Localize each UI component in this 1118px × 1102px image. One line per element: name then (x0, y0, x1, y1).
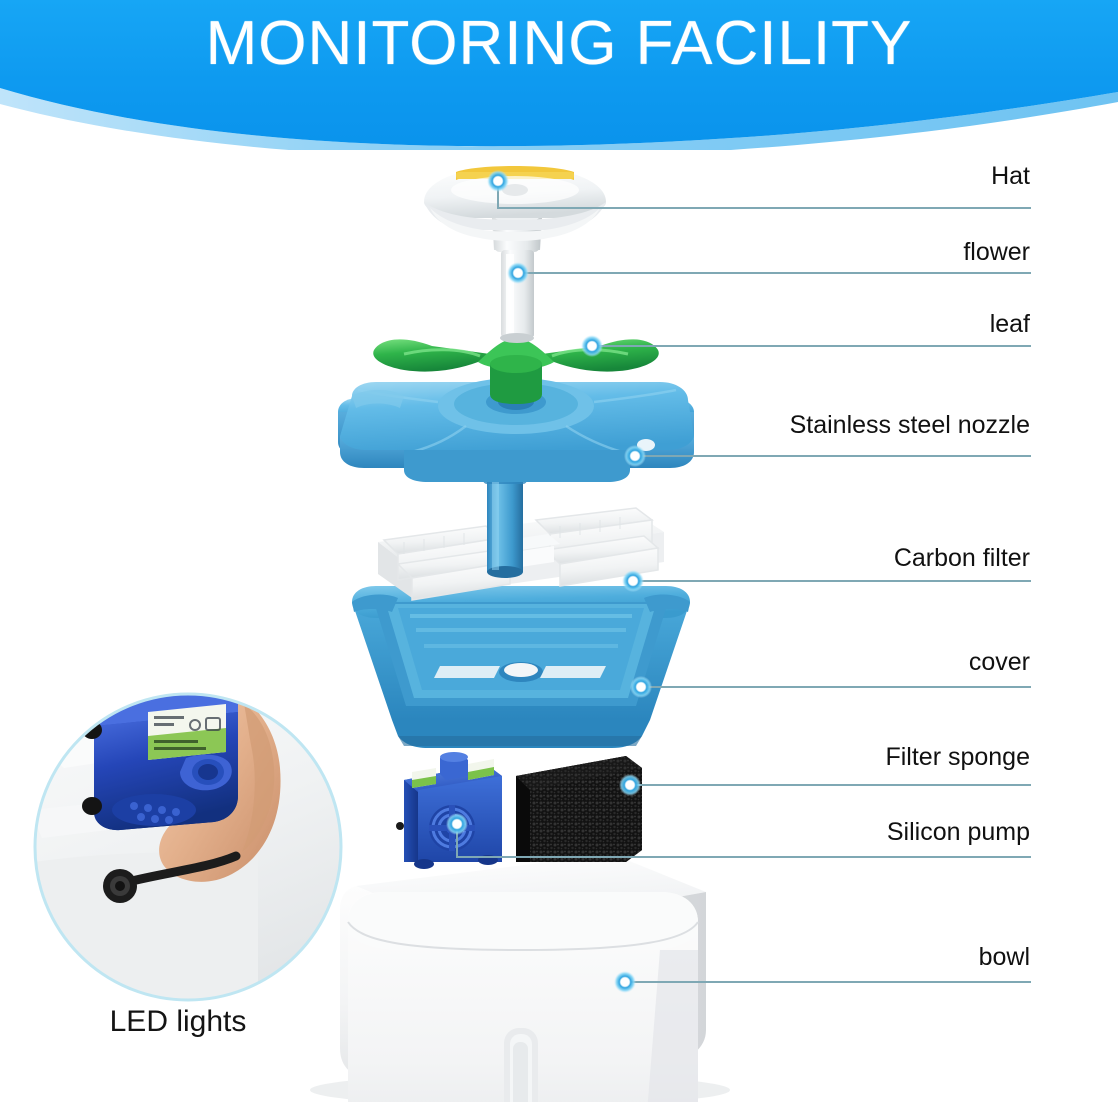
banner-wave-base (0, 102, 1118, 150)
product-exploded-view (310, 166, 730, 1102)
callout-label-cover: cover (968, 648, 1030, 676)
pump-label-right (468, 759, 494, 780)
part-carbon-filter (378, 507, 664, 601)
callout-label-flower: flower (963, 238, 1030, 266)
part-leaf (373, 338, 659, 404)
banner-shape (0, 0, 1118, 150)
callout-label-carbon-filter: Carbon filter (893, 544, 1030, 572)
callout-label-filter-sponge: Filter sponge (885, 743, 1030, 771)
part-hat (424, 166, 606, 241)
header-banner: MONITORING FACILITY (0, 0, 1118, 150)
exploded-diagram-stage: Hat flower leaf Stainless steel nozzle C… (0, 150, 1118, 1102)
callout-label-leaf: leaf (989, 310, 1030, 338)
banner-body (0, 0, 1118, 147)
pump-label-left (412, 768, 436, 788)
part-filter-sponge (516, 756, 642, 862)
banner-wave (0, 88, 1118, 150)
part-bowl (310, 854, 730, 1102)
part-cover (352, 586, 690, 748)
inset-ring (33, 692, 343, 1002)
part-silicon-pump (396, 752, 502, 869)
callout-label-nozzle: Stainless steel nozzle (789, 411, 1030, 439)
callout-label-hat: Hat (991, 162, 1030, 190)
callout-label-silicon-pump: Silicon pump (886, 818, 1030, 846)
part-top-plate (338, 378, 694, 482)
callout-label-bowl: bowl (978, 943, 1030, 971)
led-lights-inset (33, 692, 343, 1002)
led-lights-caption: LED lights (109, 1005, 247, 1038)
inset-photo (35, 694, 341, 1000)
led-light (103, 851, 241, 903)
